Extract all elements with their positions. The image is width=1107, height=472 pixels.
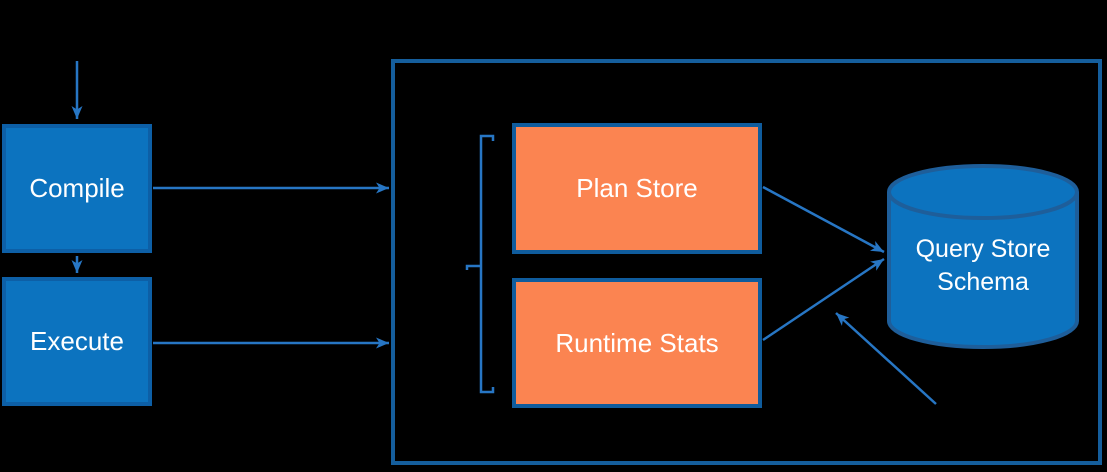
compile-node: Compile [2, 124, 152, 253]
arrow-bottom-to-runtime-stats [835, 312, 937, 405]
arrow-plan-store-to-schema [762, 185, 885, 254]
runtime-stats-label: Runtime Stats [555, 327, 719, 358]
database-cylinder-icon [887, 164, 1079, 349]
compile-label: Compile [29, 173, 125, 203]
plan-store-label: Plan Store [576, 173, 698, 203]
execute-node: Execute [2, 277, 152, 406]
database-cylinder-top [887, 164, 1079, 220]
query-store-schema-line2: Schema [937, 268, 1029, 296]
database-cylinder-body [887, 192, 1079, 349]
query-store-schema-label: Query Store Schema [889, 233, 1077, 299]
runtime-stats-node: Runtime Stats [512, 278, 762, 408]
plan-store-node: Plan Store [512, 123, 762, 254]
bracket-group-stores [479, 134, 495, 394]
execute-label: Execute [30, 326, 124, 356]
arrow-runtime-stats-to-schema [762, 257, 885, 342]
query-store-schema-line1: Query Store [915, 235, 1051, 263]
bracket-middle-tick [465, 264, 481, 270]
query-store-container-box [391, 59, 1102, 465]
